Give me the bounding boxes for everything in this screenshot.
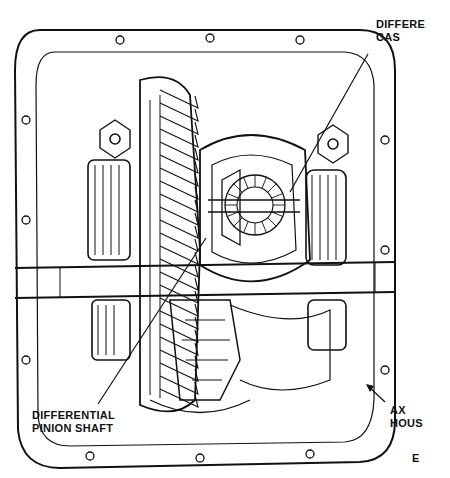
part-label: E xyxy=(412,452,442,465)
part-label: AX HOUS xyxy=(390,404,434,430)
part-label: DIFFERENTIAL PINION SHAFT xyxy=(32,409,128,435)
part-label: DIFFERE CAS xyxy=(376,18,434,44)
